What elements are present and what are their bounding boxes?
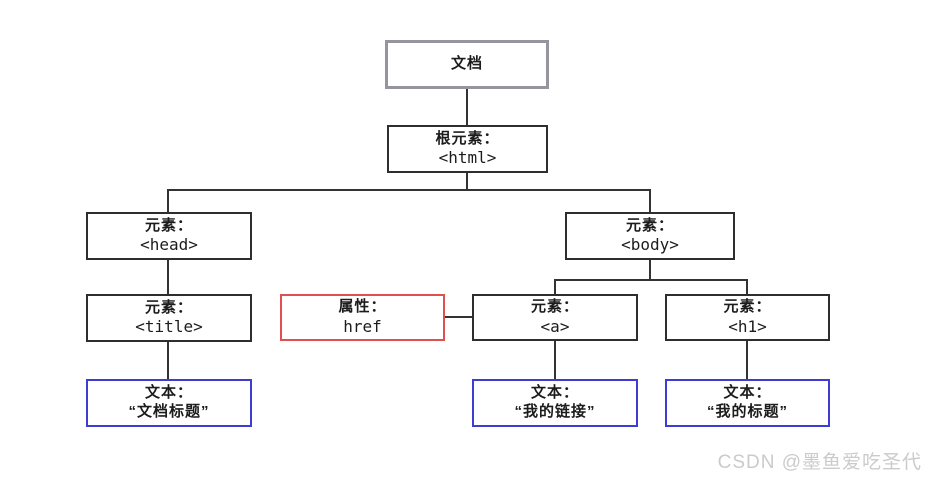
node-text-my-heading-label: 文本：: [723, 384, 772, 402]
node-element-title: 元素： <title>: [86, 294, 252, 342]
connector-branch-to-h1: [746, 279, 748, 294]
node-text-document-title-label: 文本：: [144, 384, 193, 402]
connector-html-down: [466, 173, 468, 191]
node-document-label: 文档: [450, 55, 483, 73]
node-element-a-tag: <a>: [540, 316, 570, 336]
node-attribute-href-value: href: [343, 316, 382, 336]
node-element-head-tag: <head>: [140, 235, 198, 255]
node-element-title-label: 元素：: [144, 298, 193, 316]
node-element-h1-label: 元素：: [723, 298, 772, 316]
connector-h1-to-text: [746, 341, 748, 379]
node-text-my-heading-value: “我的标题”: [706, 403, 788, 420]
node-element-head: 元素： <head>: [86, 212, 252, 260]
node-element-body: 元素： <body>: [565, 212, 735, 260]
node-element-body-tag: <body>: [621, 235, 679, 255]
connector-a-to-text: [554, 341, 556, 379]
connector-title-to-text: [167, 342, 169, 379]
connector-branch-to-body: [649, 189, 651, 212]
node-root-element-html: 根元素： <html>: [387, 125, 548, 173]
node-document: 文档: [385, 40, 549, 89]
connector-head-to-title: [167, 260, 169, 294]
node-text-my-link-value: “我的链接”: [514, 403, 596, 420]
node-text-my-heading: 文本： “我的标题”: [665, 379, 830, 427]
node-element-body-label: 元素：: [625, 216, 674, 234]
connector-branch-to-head: [167, 189, 169, 212]
node-element-a: 元素： <a>: [472, 294, 638, 341]
node-element-a-label: 元素：: [530, 298, 579, 316]
connector-document-to-html: [466, 89, 468, 125]
connector-branch-to-a: [554, 279, 556, 294]
node-text-my-link: 文本： “我的链接”: [472, 379, 638, 427]
node-text-document-title-value: “文档标题”: [128, 403, 210, 420]
connector-html-branch-horizontal: [167, 189, 651, 191]
node-text-document-title: 文本： “文档标题”: [86, 379, 252, 427]
connector-body-down: [649, 260, 651, 280]
node-root-element-tag: <html>: [438, 148, 497, 168]
connector-body-branch-horizontal: [554, 279, 748, 281]
node-element-h1-tag: <h1>: [728, 316, 767, 336]
connector-href-to-a: [445, 316, 472, 318]
node-element-head-label: 元素：: [144, 216, 193, 234]
node-element-h1: 元素： <h1>: [665, 294, 830, 341]
node-text-my-link-label: 文本：: [530, 384, 579, 402]
node-element-title-tag: <title>: [135, 317, 203, 337]
csdn-watermark: CSDN @墨鱼爱吃圣代: [717, 452, 922, 473]
node-attribute-href: 属性： href: [280, 294, 445, 341]
node-attribute-href-label: 属性：: [338, 298, 387, 316]
node-root-element-label: 根元素：: [435, 129, 500, 147]
